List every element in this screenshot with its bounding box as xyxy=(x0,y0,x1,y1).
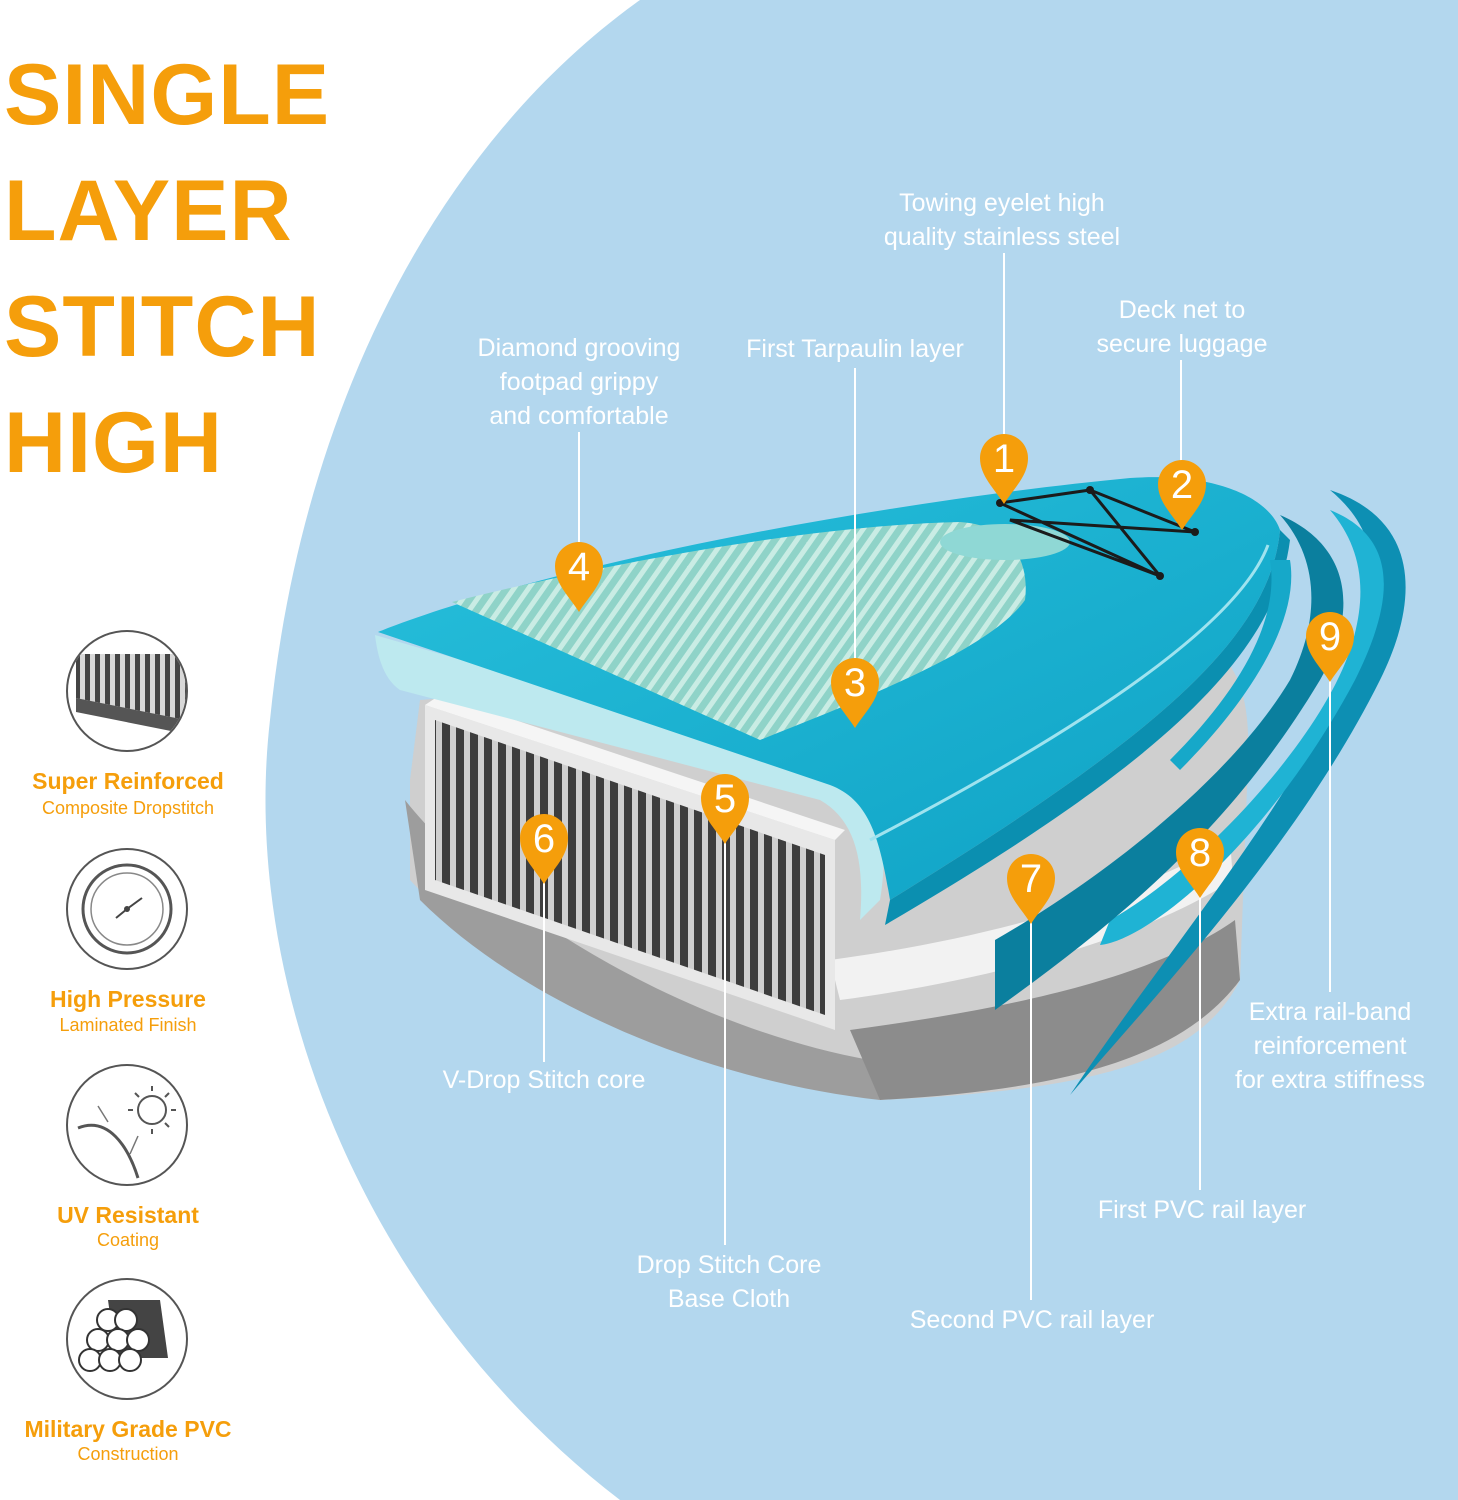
feature-title: Super Reinforced xyxy=(32,768,224,794)
drop-stitch-core xyxy=(435,720,825,1015)
pin-marker-4: 4 xyxy=(555,542,603,612)
pin-marker-3: 3 xyxy=(831,658,879,728)
headline-line-4: HIGH xyxy=(4,395,223,491)
sun-uv-icon xyxy=(66,1064,188,1186)
deck-net xyxy=(999,488,1196,578)
headline-line-1: SINGLE xyxy=(4,47,331,143)
pin-number: 4 xyxy=(568,545,590,589)
pin-number: 8 xyxy=(1189,831,1211,875)
feature-title: High Pressure xyxy=(50,986,206,1012)
pin-marker-7: 7 xyxy=(1007,854,1055,924)
pin-marker-5: 5 xyxy=(701,774,749,844)
feature-subtitle: Coating xyxy=(96,1230,160,1250)
pvc-rolls-icon xyxy=(66,1278,188,1400)
pin-number: 5 xyxy=(714,777,736,821)
pin-marker-1: 1 xyxy=(980,434,1028,504)
dropstitch-icon xyxy=(66,630,188,752)
rail-layer-2 xyxy=(1100,510,1384,945)
callout-second-pvc: Second PVC rail layer xyxy=(909,1306,1155,1334)
pin-markers: 1 2 3 4 5 6 7 8 9 xyxy=(520,434,1354,924)
feature-title: UV Resistant xyxy=(57,1202,199,1228)
feature-subtitle: Laminated Finish xyxy=(59,1015,197,1035)
pin-marker-2: 2 xyxy=(1158,460,1206,530)
callout-v-drop-stitch: V-Drop Stitch core xyxy=(442,1066,646,1094)
headline-line-2: LAYER xyxy=(4,163,293,259)
callout-first-pvc: First PVC rail layer xyxy=(1097,1196,1307,1224)
headline-line-3: STITCH xyxy=(4,279,321,375)
feature-subtitle: Construction xyxy=(77,1444,179,1464)
pin-number: 7 xyxy=(1020,857,1042,901)
pin-number: 1 xyxy=(993,437,1015,481)
pressure-gauge-icon xyxy=(66,848,188,970)
callout-tarpaulin-layer: First Tarpaulin layer xyxy=(746,335,964,363)
feature-subtitle: Composite Dropstitch xyxy=(41,798,215,818)
pin-marker-9: 9 xyxy=(1306,612,1354,682)
pin-number: 2 xyxy=(1171,463,1193,507)
pin-marker-6: 6 xyxy=(520,814,568,884)
rail-layer-1 xyxy=(995,515,1344,1010)
pin-marker-8: 8 xyxy=(1176,828,1224,898)
pin-number: 6 xyxy=(533,817,555,861)
pin-number: 3 xyxy=(844,661,866,705)
pin-number: 9 xyxy=(1319,615,1341,659)
feature-title: Military Grade PVC xyxy=(24,1416,232,1442)
